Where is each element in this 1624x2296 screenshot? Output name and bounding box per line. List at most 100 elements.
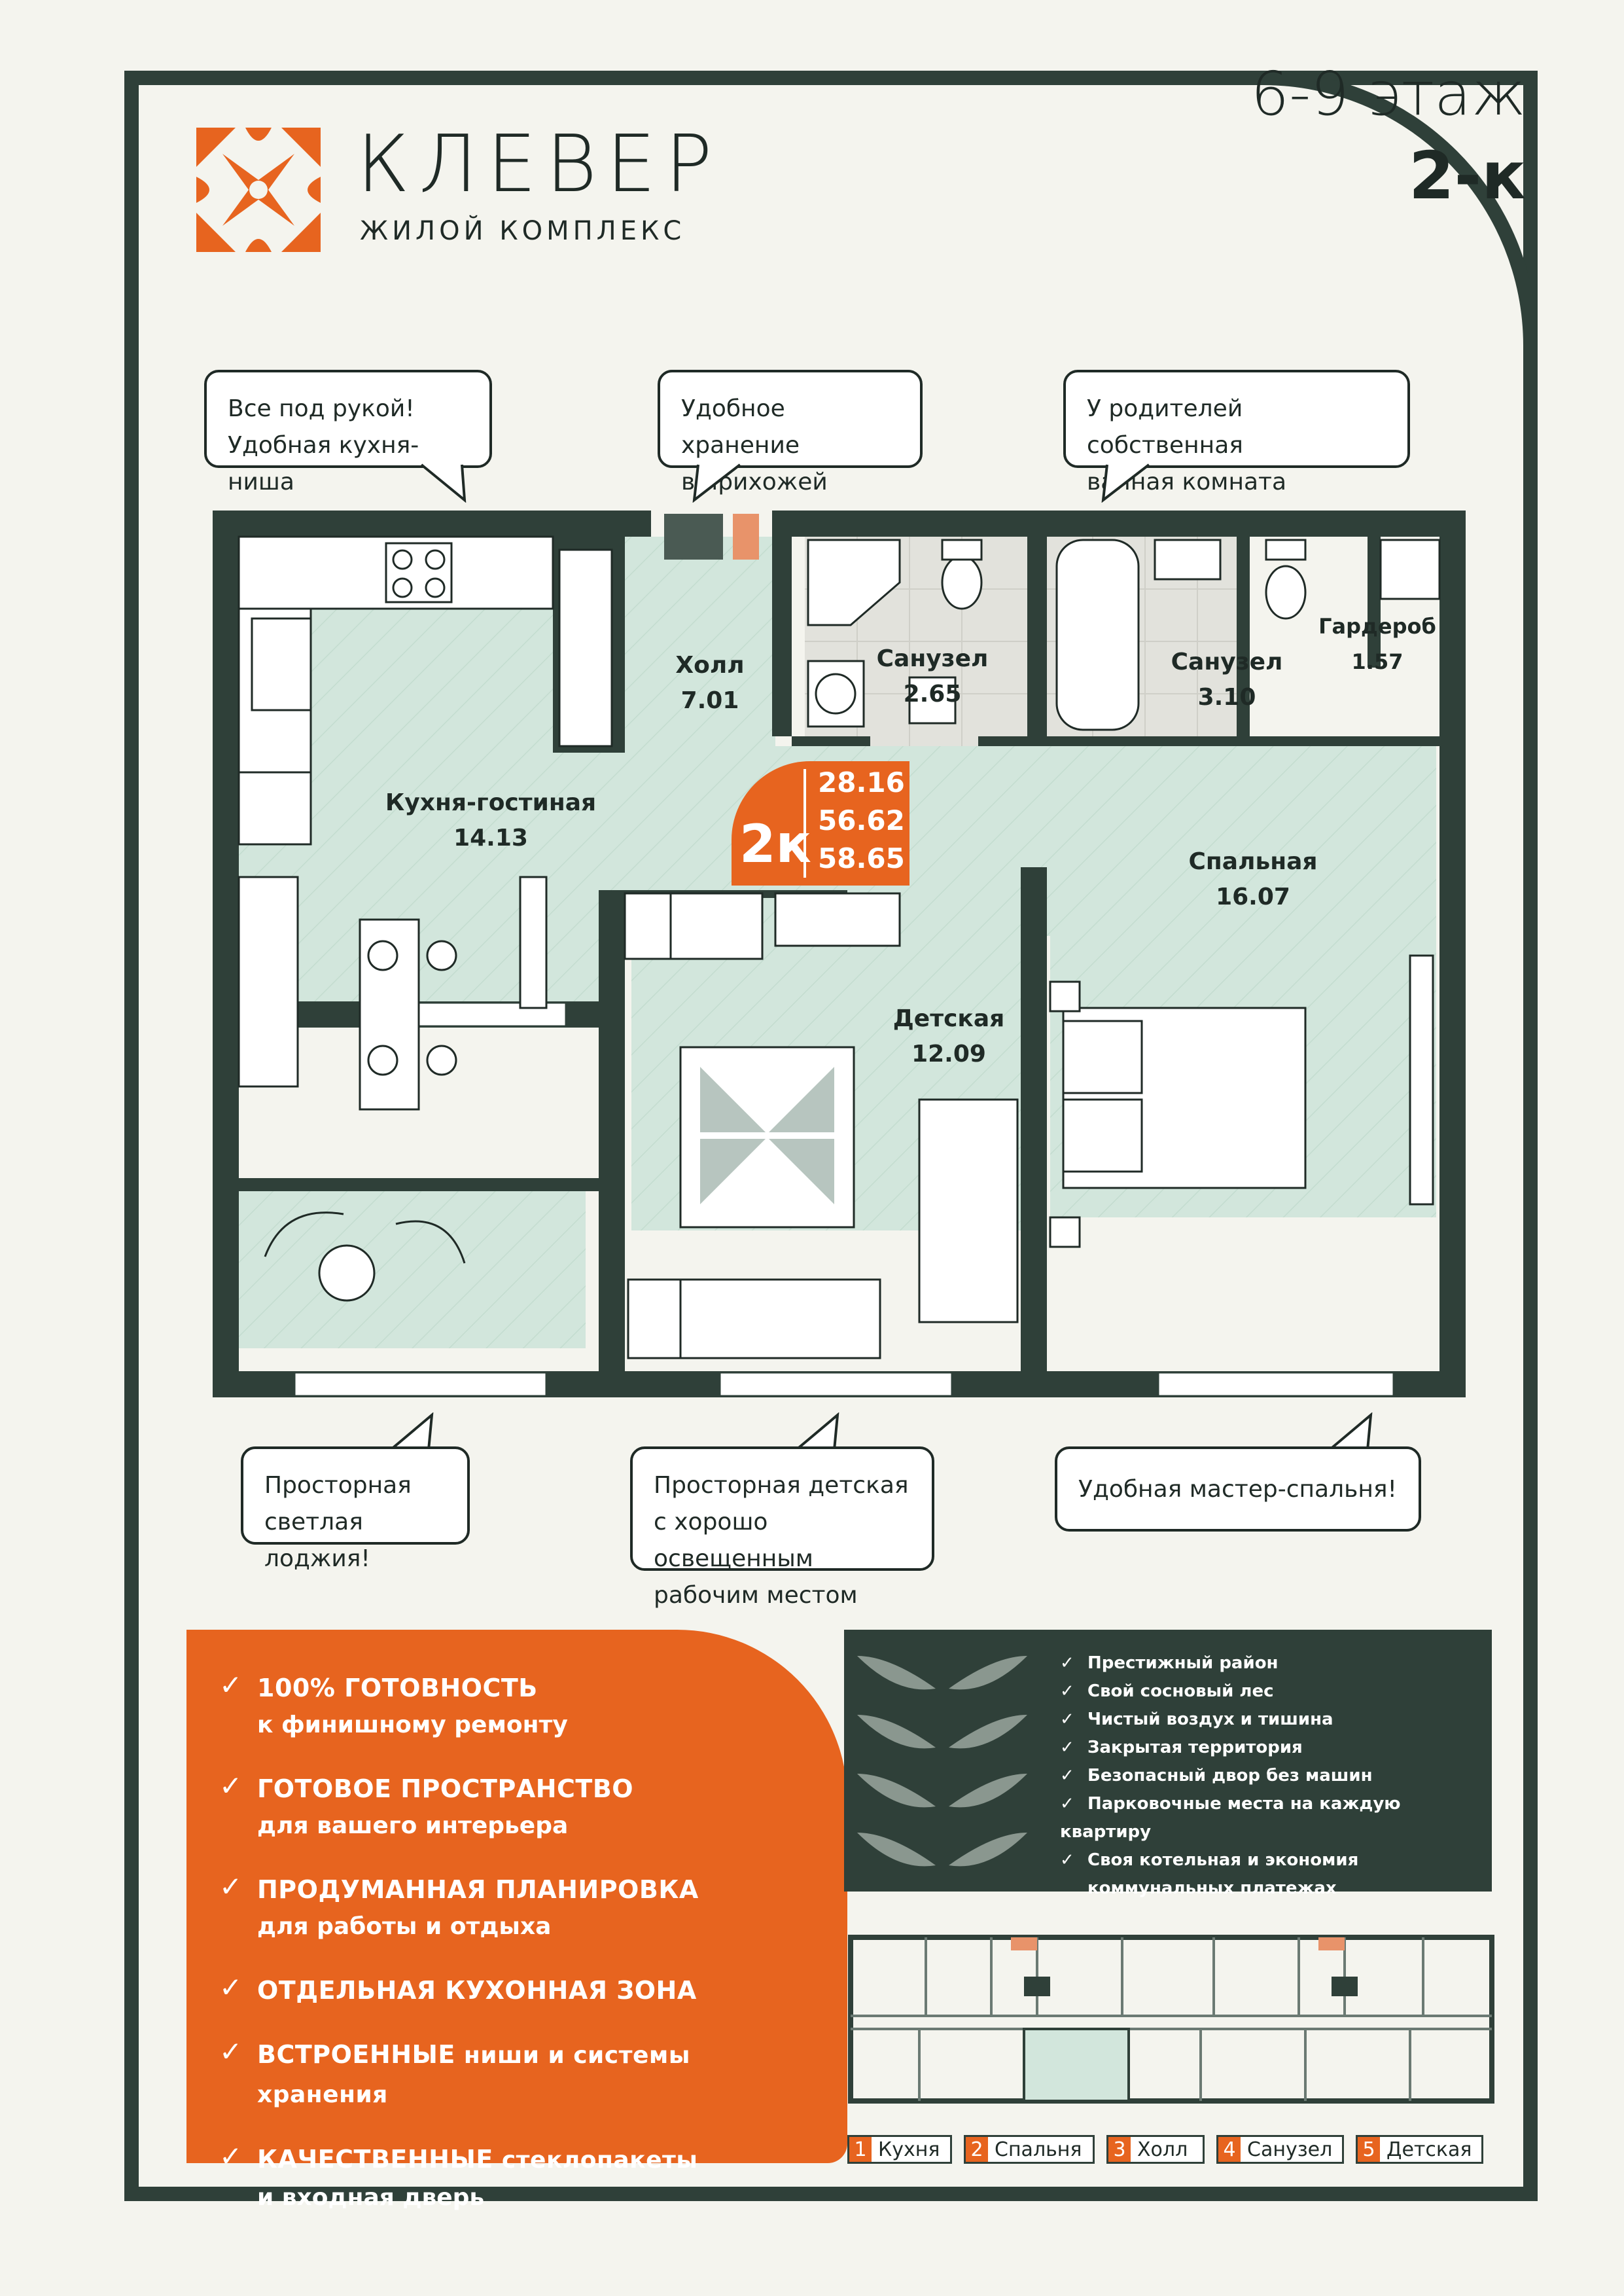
benefit-item: ✓Престижный район: [1060, 1649, 1492, 1677]
room-name: Спальная: [1188, 848, 1318, 875]
area-living: 28.16: [818, 766, 905, 798]
building-floor-plan: [848, 1935, 1494, 2104]
legend-label: Детская: [1386, 2138, 1472, 2161]
area-badge: 2к 28.16 56.62 58.65: [732, 761, 909, 886]
area-badge-type: 2к: [739, 814, 811, 874]
callout-line: Удобная мастер-спальня!: [1078, 1476, 1397, 1503]
feature-subtitle: к финишному ремонту: [257, 1712, 568, 1738]
feature-item: ✓ 100% ГОТОВНОСТЬ к финишному ремонту: [219, 1669, 815, 1744]
legend-num: 2: [966, 2137, 988, 2162]
feature-item: ✓ ПРОДУМАННАЯ ПЛАНИРОВКА для работы и от…: [219, 1871, 815, 1945]
callout-line: светлая лоджия!: [264, 1509, 370, 1572]
legend-label: Санузел: [1247, 2138, 1333, 2161]
callout-line: с хорошо освещенным: [654, 1509, 813, 1572]
check-icon: ✓: [1060, 1738, 1074, 1757]
benefit-text: Чистый воздух и тишина: [1087, 1710, 1333, 1729]
benefit-item: ✓Закрытая территория: [1060, 1734, 1492, 1762]
feature-rest: ниши и системы хранения: [257, 2042, 690, 2108]
room-name: Холл: [675, 652, 745, 679]
legend-label: Холл: [1137, 2138, 1188, 2161]
feature-title: ОТДЕЛЬНАЯ КУХОННАЯ ЗОНА: [257, 1976, 697, 2005]
benefit-item: ✓ Безопасный двор без машин: [1060, 1762, 1492, 1790]
callout-storage: Удобное хранение в прихожей: [658, 370, 923, 495]
callout-line: рабочим местом: [654, 1582, 858, 1609]
callout-kitchen: Все под рукой! Удобная кухня-ниша: [204, 370, 492, 495]
highlighted-apartment: [1023, 2028, 1130, 2102]
feature-title: ПРОДУМАННАЯ ПЛАНИРОВКА: [257, 1875, 699, 1904]
feature-title: КАЧЕСТВЕННЫЕ: [257, 2145, 493, 2174]
callout-bedroom: Удобная мастер-спальня!: [1055, 1446, 1421, 1532]
room-kids: Детская 12.09: [877, 1001, 1021, 1072]
room-bedroom: Спальная 16.07: [1178, 844, 1328, 915]
area-total-balcony: 58.65: [818, 842, 905, 874]
room-kitchen: Кухня-гостиная 14.13: [366, 785, 615, 856]
benefit-item: ✓Парковочные места на каждую квартиру: [1060, 1790, 1492, 1846]
brand-subtitle: ЖИЛОЙ КОМПЛЕКС: [360, 216, 686, 246]
room-area: 3.10: [1197, 684, 1256, 711]
clover-logo-icon: [196, 128, 321, 252]
floor-range: 6-9 этаж: [1250, 59, 1526, 129]
check-icon: ✓: [1060, 1850, 1074, 1870]
feature-subtitle: для работы и отдыха: [257, 1913, 552, 1940]
callout-line: Просторная: [264, 1472, 412, 1499]
callout-line: У родителей собственная: [1087, 395, 1243, 459]
callout-line: Удобная кухня-ниша: [228, 432, 419, 495]
check-icon: ✓: [219, 2140, 243, 2172]
room-name: Санузел: [1171, 649, 1283, 675]
room-area: 7.01: [680, 687, 739, 714]
benefits-panel: ✓Престижный район ✓Свой сосновый лес ✓ Чи…: [844, 1630, 1492, 1898]
benefit-item: ✓Свой сосновый лес: [1060, 1677, 1492, 1706]
callout-loggia: Просторная светлая лоджия!: [241, 1446, 470, 1572]
legend-item: 5 Детская: [1356, 2135, 1483, 2164]
benefit-text: Парковочные места на каждую квартиру: [1060, 1794, 1401, 1842]
legend-num: 4: [1218, 2137, 1241, 2162]
callout-tail: [1101, 463, 1150, 503]
benefit-item: ✓ Своя котельная и экономия: [1060, 1846, 1492, 1874]
callout-tail: [420, 463, 467, 503]
callout-bath: У родителей собственная ванная комната: [1063, 370, 1410, 495]
check-icon: ✓: [1060, 1653, 1074, 1673]
feature-item: ✓ ВСТРОЕННЫЕ ниши и системы хранения: [219, 2036, 815, 2114]
feature-title: ГОТОВОЕ ПРОСТРАНСТВО: [257, 1774, 634, 1803]
check-icon: ✓: [219, 1871, 243, 1903]
legend-num: 5: [1358, 2137, 1380, 2162]
room-name: Санузел: [876, 645, 989, 672]
check-icon: ✓: [1060, 1681, 1074, 1701]
room-wardrobe: Гардероб 1.57: [1315, 609, 1439, 679]
area-total: 56.62: [818, 804, 905, 836]
benefit-text: Безопасный двор без машин: [1087, 1766, 1373, 1785]
check-icon: ✓: [219, 1669, 243, 1701]
room-name: Детская: [892, 1005, 1005, 1032]
benefit-text: Своя котельная и экономия: [1087, 1850, 1359, 1870]
legend-num: 1: [849, 2137, 872, 2162]
room-name: Кухня-гостиная: [385, 789, 597, 816]
room-area: 2.65: [903, 681, 962, 708]
legend-num: 3: [1108, 2137, 1131, 2162]
legend-item: 3 Холл: [1106, 2135, 1205, 2164]
loggia-floor: [239, 1191, 586, 1348]
feature-title: ВСТРОЕННЫЕ: [257, 2040, 455, 2069]
apartment-type: 2-к: [1409, 137, 1526, 214]
check-icon: ✓: [1060, 1710, 1074, 1729]
floor-plan: [213, 511, 1466, 1397]
feature-rest: стеклопакеты: [493, 2147, 698, 2174]
callout-line: Все под рукой!: [228, 395, 415, 422]
room-name: Гардероб: [1318, 614, 1436, 639]
room-bath1: Санузел 2.65: [870, 641, 995, 712]
room-hall: Холл 7.01: [661, 648, 759, 719]
feature-item: ✓ ОТДЕЛЬНАЯ КУХОННАЯ ЗОНА: [219, 1971, 815, 2009]
feature-item: ✓ КАЧЕСТВЕННЫЕ стеклопакеты и входная дв…: [219, 2140, 815, 2216]
room-bath2: Санузел 3.10: [1165, 645, 1289, 715]
feature-item: ✓ ГОТОВОЕ ПРОСТРАНСТВО для вашего интерь…: [219, 1770, 815, 1844]
check-icon: ✓: [219, 1770, 243, 1802]
benefits-list: ✓Престижный район ✓Свой сосновый лес ✓ Чи…: [1060, 1649, 1492, 1903]
check-icon: ✓: [1060, 1766, 1074, 1785]
feature-title: 100% ГОТОВНОСТЬ: [257, 1674, 538, 1702]
legend-item: 2 Спальня: [964, 2135, 1095, 2164]
brand-name: КЛЕВЕР: [357, 119, 722, 210]
benefit-item: коммунальных платежах: [1060, 1874, 1492, 1903]
legend-label: Спальня: [995, 2138, 1082, 2161]
legend-item: 4 Санузел: [1216, 2135, 1344, 2164]
